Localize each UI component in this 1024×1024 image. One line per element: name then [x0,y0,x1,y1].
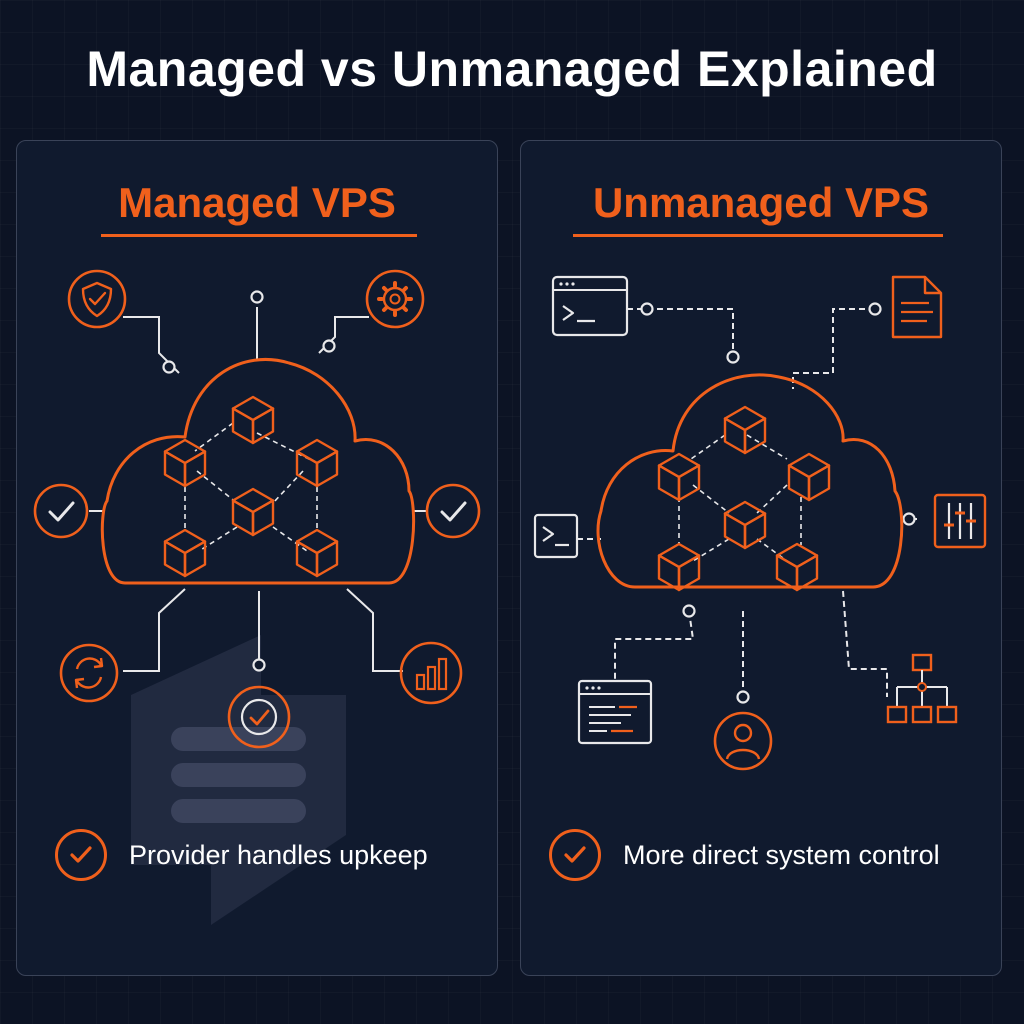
terminal-icon [533,513,579,559]
managed-benefit-text: Provider handles upkeep [129,839,428,870]
managed-vps-title: Managed VPS [118,179,396,226]
unmanaged-vps-panel: Unmanaged VPS [520,140,1002,976]
hierarchy-icon [886,653,958,724]
refresh-icon [59,643,119,703]
unmanaged-title-underline [573,234,943,237]
code-window-icon [577,679,653,745]
terminal-icon [551,275,629,337]
check-circle-icon [227,685,291,749]
sliders-icon [933,493,987,549]
check-circle-icon [55,829,107,881]
unmanaged-benefit-text: More direct system control [623,839,940,870]
managed-network-diagram [33,269,481,749]
gear-icon [365,269,425,329]
document-icon [891,275,943,339]
managed-vps-panel: Managed VPS [16,140,498,976]
shield-check-icon [67,269,127,329]
check-circle-icon [549,829,601,881]
unmanaged-network-diagram [533,275,987,771]
user-icon [713,711,773,771]
bar-chart-icon [399,641,463,705]
managed-benefit: Provider handles upkeep [55,825,428,885]
unmanaged-vps-title: Unmanaged VPS [592,179,930,226]
page-title: Managed vs Unmanaged Explained [86,41,938,97]
check-circle-icon [425,483,481,539]
unmanaged-benefit: More direct system control [549,825,940,885]
managed-title-underline [101,234,417,237]
check-circle-icon [33,483,89,539]
